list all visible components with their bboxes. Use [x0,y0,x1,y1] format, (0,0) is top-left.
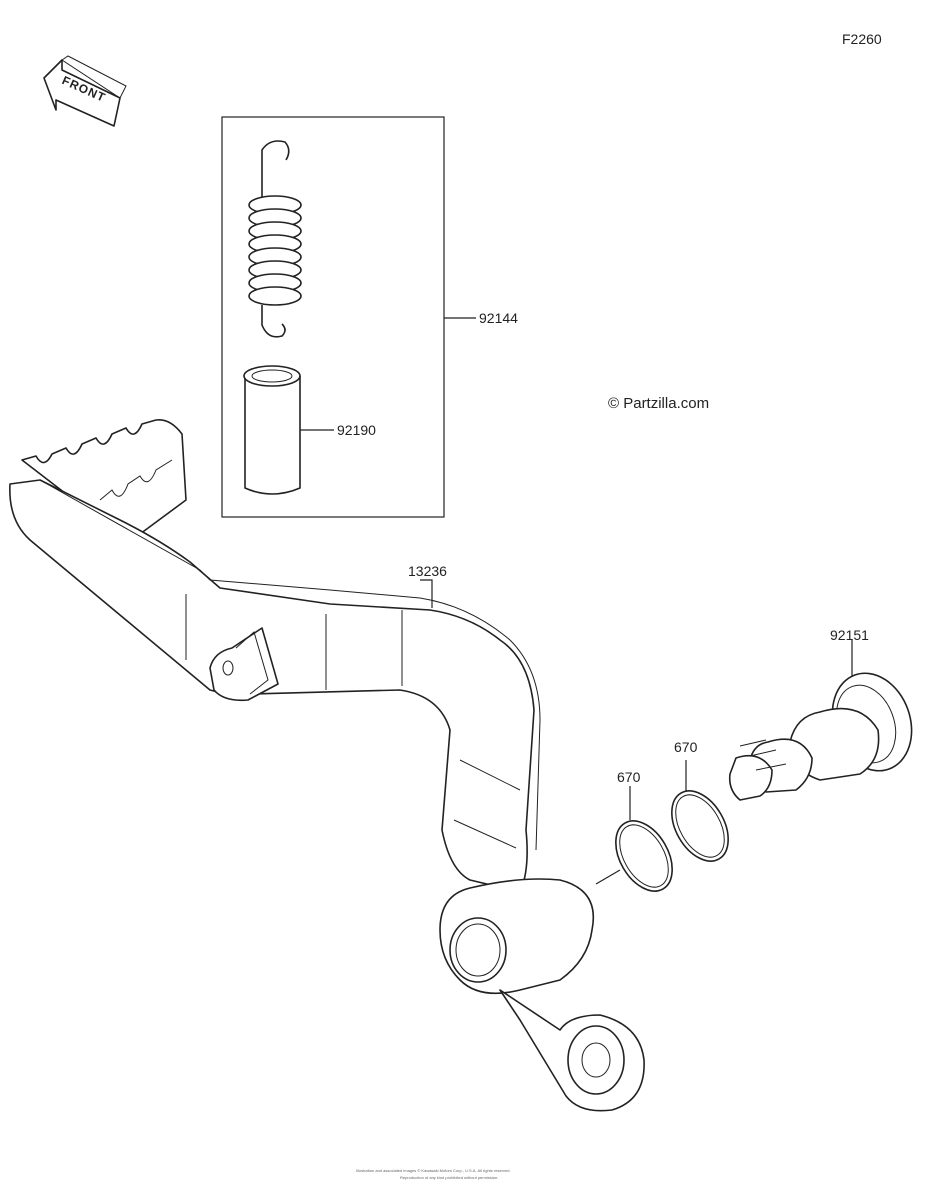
oring-left-part [615,820,673,892]
label-13236: 13236 [408,563,447,579]
oring-right-part [671,790,729,862]
collar-part [243,365,301,495]
copyright-line-2: Reproduction of any kind prohibited with… [400,1175,498,1180]
front-arrow-icon: FRONT [43,55,127,127]
pivot-bolt-part [728,672,913,801]
label-670-left: 670 [617,769,641,785]
label-92151: 92151 [830,627,869,643]
label-92190: 92190 [337,422,376,438]
label-92144: 92144 [479,310,518,326]
copyright-line-1: Illustration and associated images © Kaw… [356,1168,511,1173]
kit-box [221,116,445,518]
brake-pedal-part [9,418,645,1112]
diagram-code: F2260 [842,31,882,47]
label-670-right: 670 [674,739,698,755]
watermark: © Partzilla.com [608,395,709,412]
spring-part [248,140,302,338]
